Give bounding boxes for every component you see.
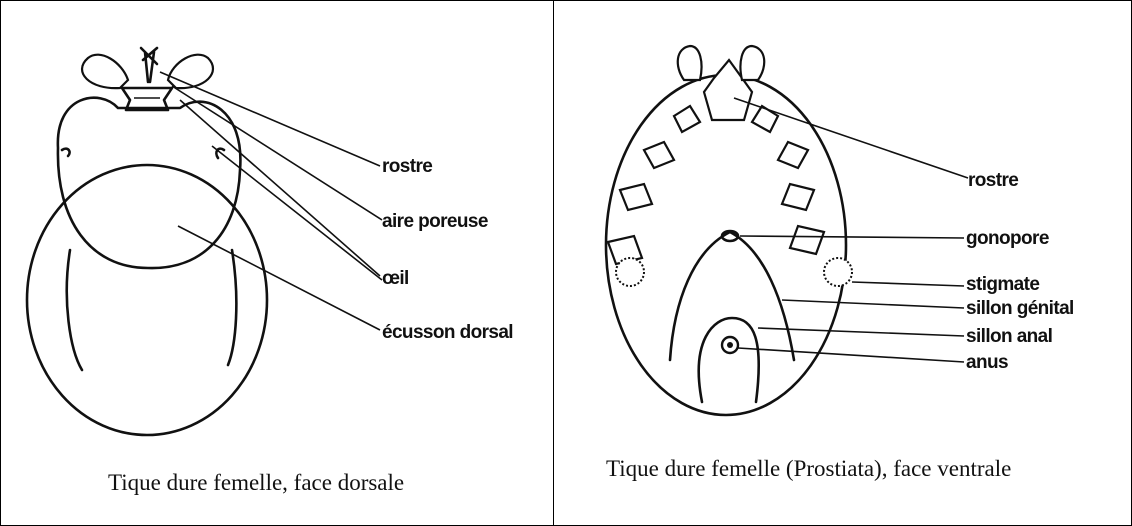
- label-sillon-anal: sillon anal: [966, 326, 1052, 347]
- coxa-right-4: [790, 226, 824, 254]
- label-oeil: œil: [382, 268, 409, 289]
- palp-left: [82, 55, 128, 88]
- label-rostre: rostre: [968, 170, 1018, 191]
- caption-ventral: Tique dure femelle (Prostiata), face ven…: [606, 456, 1011, 482]
- leader-oeil: [180, 100, 380, 276]
- genital-groove-right: [730, 232, 794, 360]
- leader-gonopore: [740, 236, 964, 238]
- body-line-left: [67, 250, 82, 370]
- leader-rostre: [160, 72, 380, 166]
- leader-anus: [738, 348, 964, 362]
- label-sillon-genital: sillon génital: [966, 298, 1074, 319]
- coxa-left-3: [620, 184, 652, 210]
- tick-dorsal-icon: rostre aire poreuse œil écusson dorsal: [0, 0, 553, 526]
- coxa-right-3: [782, 184, 814, 210]
- hypostome: [141, 48, 157, 82]
- label-gonopore: gonopore: [966, 228, 1049, 249]
- leader-stigmate: [852, 282, 964, 286]
- leader-sillon-genital: [782, 300, 964, 308]
- panel-dorsal: rostre aire poreuse œil écusson dorsal T…: [0, 0, 553, 526]
- stigmate-left: [616, 258, 644, 286]
- palp-right: [168, 55, 213, 88]
- panel-ventral: rostre gonopore stigmate sillon génital …: [554, 0, 1132, 526]
- palp-right: [740, 46, 764, 80]
- coxa-right-1: [752, 106, 778, 132]
- coxa-left-2: [644, 142, 674, 168]
- genital-groove-left: [670, 232, 730, 360]
- coxa-left-1: [674, 106, 700, 132]
- palp-left: [678, 46, 702, 80]
- label-ecusson-dorsal: écusson dorsal: [382, 322, 513, 343]
- body-outline: [27, 165, 267, 435]
- label-rostre: rostre: [382, 156, 432, 177]
- leader-ecusson: [178, 226, 380, 330]
- label-anus: anus: [966, 352, 1008, 373]
- tick-ventral-icon: rostre gonopore stigmate sillon génital …: [554, 0, 1132, 526]
- label-aire-poreuse: aire poreuse: [382, 211, 488, 232]
- anal-groove: [699, 318, 759, 402]
- stigmate-right: [824, 258, 852, 286]
- coxa-right-2: [778, 142, 808, 168]
- leader-rostre: [734, 98, 968, 178]
- eye-left: [62, 149, 70, 156]
- caption-dorsal: Tique dure femelle, face dorsale: [108, 470, 404, 496]
- body-line-right: [228, 250, 236, 365]
- label-stigmate: stigmate: [966, 274, 1039, 295]
